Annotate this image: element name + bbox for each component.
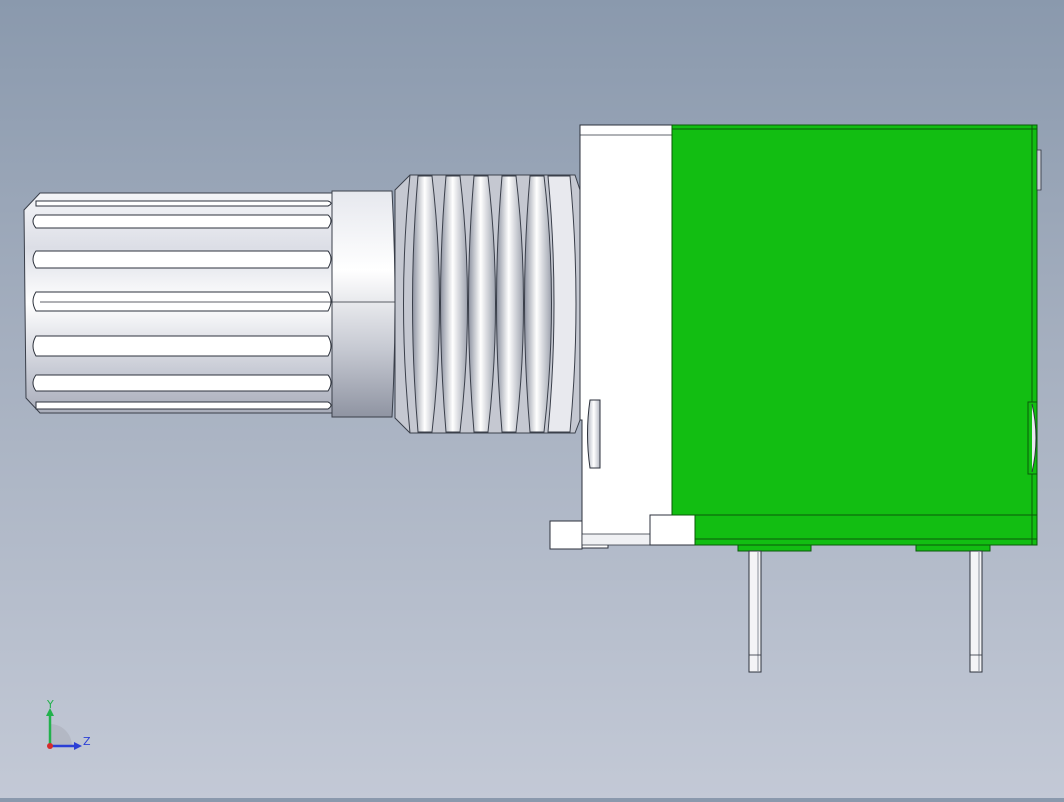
triad-quarter-disc: [50, 724, 72, 746]
shaft-splines: [32, 200, 332, 410]
potentiometer-body: [671, 124, 1042, 546]
pin-standoffs: [737, 544, 991, 552]
shaft-collar: [331, 190, 396, 418]
mounting-tab-base: [581, 533, 651, 546]
threaded-bushing: [394, 174, 581, 434]
terminal-pins: [748, 550, 983, 673]
frame-boss: [587, 399, 601, 469]
y-axis-label: Y: [46, 700, 54, 711]
z-axis-label: Z: [83, 735, 91, 748]
x-axis-dot: [47, 743, 53, 749]
knurled-shaft: [23, 192, 333, 414]
terminal-pin-right: [969, 550, 983, 673]
mounting-tab: [549, 520, 583, 550]
thread-ridges: [412, 175, 552, 433]
terminal-pin-left: [748, 550, 762, 673]
mounting-frame: [549, 124, 696, 550]
orientation-triad: Y Z: [46, 700, 91, 750]
